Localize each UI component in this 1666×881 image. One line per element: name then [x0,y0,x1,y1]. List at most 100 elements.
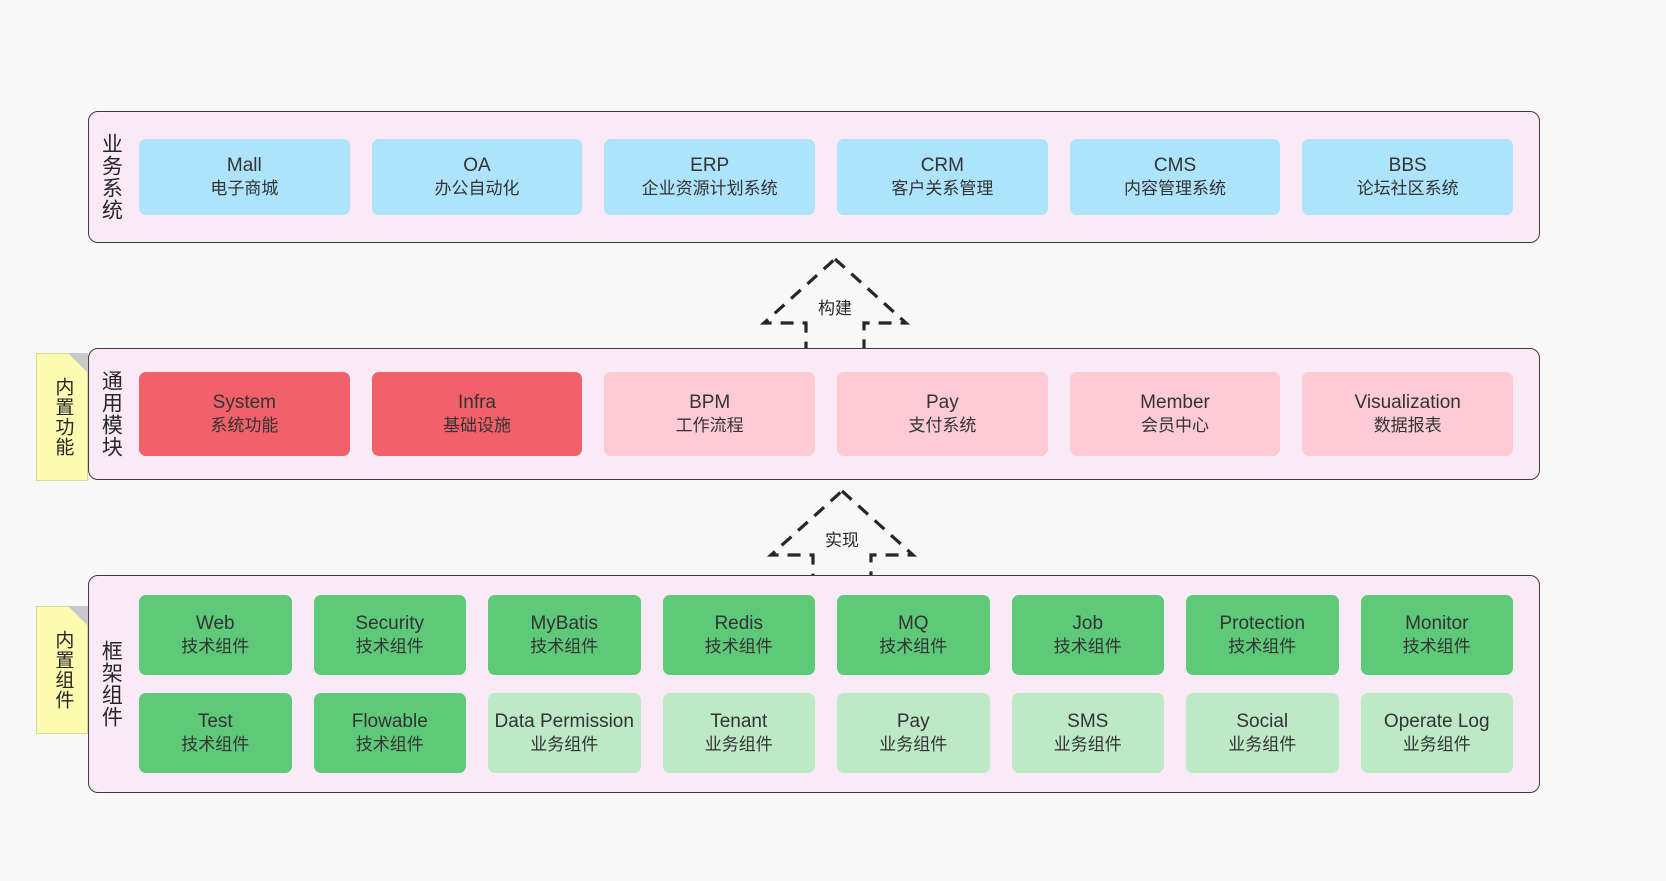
builtin-components-note: 内置组件 [36,606,88,734]
component-card-security[interactable]: Security 技术组件 [313,595,466,675]
component-card-pay[interactable]: Pay 业务组件 [837,693,990,773]
card-title: BPM [689,391,731,413]
card-title: CMS [1153,154,1197,176]
card-subtitle: 电子商城 [210,179,279,199]
realize-generalization-arrow-icon [767,487,917,585]
component-card-tenant[interactable]: Tenant 业务组件 [662,693,815,773]
framework-components-title: 框架组件 [99,640,123,728]
card-title: Social [1236,710,1289,732]
card-subtitle: 业务组件 [879,735,948,755]
component-card-operate-log[interactable]: Operate Log 业务组件 [1360,693,1513,773]
business-systems-title: 业务系统 [99,133,123,221]
card-subtitle: 技术组件 [1053,637,1122,657]
common-modules-row: System 系统功能 Infra 基础设施 BPM 工作流程 Pay 支付系统… [139,372,1514,456]
card-subtitle: 支付系统 [908,416,977,436]
card-title: Job [1072,612,1104,634]
card-subtitle: 业务组件 [530,735,599,755]
card-title: MQ [897,612,929,634]
card-subtitle: 系统功能 [210,416,279,436]
business-systems-row: Mall 电子商城 OA 办公自动化 ERP 企业资源计划系统 CRM 客户关系… [139,139,1514,215]
card-subtitle: 技术组件 [355,735,424,755]
business-system-card-erp[interactable]: ERP 企业资源计划系统 [604,139,816,215]
card-subtitle: 工作流程 [675,416,744,436]
business-system-card-bbs[interactable]: BBS 论坛社区系统 [1302,139,1514,215]
card-subtitle: 技术组件 [181,637,250,657]
card-title: Security [355,612,425,634]
business-system-card-oa[interactable]: OA 办公自动化 [371,139,583,215]
business-system-card-mall[interactable]: Mall 电子商城 [139,139,350,215]
framework-components-band: 框架组件 Web 技术组件 Security 技术组件 MyBatis 技术组件… [88,575,1540,793]
card-title: Flowable [351,710,428,732]
component-card-data-permission[interactable]: Data Permission 业务组件 [488,693,641,773]
framework-components-row-1: Web 技术组件 Security 技术组件 MyBatis 技术组件 Redi… [139,595,1513,675]
card-title: MyBatis [530,612,599,634]
business-system-card-crm[interactable]: CRM 客户关系管理 [837,139,1048,215]
common-modules-title: 通用模块 [99,370,123,458]
card-subtitle: 内容管理系统 [1124,179,1227,199]
card-subtitle: 办公自动化 [434,179,520,199]
component-card-flowable[interactable]: Flowable 技术组件 [313,693,466,773]
card-subtitle: 数据报表 [1373,416,1442,436]
card-subtitle: 基础设施 [443,416,511,436]
card-title: CRM [920,154,964,176]
realize-arrow-label: 实现 [825,531,859,550]
card-subtitle: 技术组件 [355,637,424,657]
component-card-job[interactable]: Job 技术组件 [1011,595,1164,675]
module-card-bpm[interactable]: BPM 工作流程 [604,372,816,456]
business-systems-band: 业务系统 Mall 电子商城 OA 办公自动化 ERP 企业资源计划系统 CRM… [88,111,1540,243]
card-title: Infra [457,391,497,413]
card-title: SMS [1067,710,1109,732]
component-card-mybatis[interactable]: MyBatis 技术组件 [488,595,641,675]
component-card-social[interactable]: Social 业务组件 [1186,693,1339,773]
component-card-sms[interactable]: SMS 业务组件 [1011,693,1164,773]
component-card-monitor[interactable]: Monitor 技术组件 [1360,595,1513,675]
card-title: Mall [226,154,262,176]
card-title: Monitor [1405,612,1469,634]
card-title: Web [195,612,235,634]
card-subtitle: 客户关系管理 [891,179,994,199]
card-title: Protection [1219,612,1306,634]
card-subtitle: 业务组件 [1053,735,1122,755]
module-card-system[interactable]: System 系统功能 [139,372,350,456]
builtin-functions-note: 内置功能 [36,353,88,481]
card-subtitle: 业务组件 [704,735,773,755]
common-modules-band: 通用模块 System 系统功能 Infra 基础设施 BPM 工作流程 Pay… [88,348,1540,480]
card-title: System [212,391,277,413]
component-card-test[interactable]: Test 技术组件 [139,693,292,773]
card-title: Operate Log [1383,710,1490,732]
card-subtitle: 技术组件 [530,637,599,657]
card-subtitle: 技术组件 [1402,637,1471,657]
card-subtitle: 技术组件 [181,735,250,755]
card-title: Pay [896,710,930,732]
framework-components-body: Web 技术组件 Security 技术组件 MyBatis 技术组件 Redi… [131,576,1539,792]
business-system-card-cms[interactable]: CMS 内容管理系统 [1069,139,1281,215]
card-subtitle: 论坛社区系统 [1356,179,1459,199]
card-title: Test [197,710,233,732]
component-card-redis[interactable]: Redis 技术组件 [662,595,815,675]
card-title: Redis [714,612,764,634]
build-generalization-arrow-icon [760,255,910,353]
card-subtitle: 业务组件 [1402,735,1471,755]
component-card-web[interactable]: Web 技术组件 [139,595,292,675]
module-card-pay[interactable]: Pay 支付系统 [837,372,1048,456]
card-subtitle: 技术组件 [704,637,773,657]
card-title: Pay [925,391,959,413]
card-title: ERP [690,154,730,176]
card-subtitle: 技术组件 [879,637,948,657]
module-card-member[interactable]: Member 会员中心 [1069,372,1281,456]
card-title: BBS [1388,154,1427,176]
common-modules-body: System 系统功能 Infra 基础设施 BPM 工作流程 Pay 支付系统… [131,349,1539,479]
card-title: Visualization [1354,391,1461,413]
card-subtitle: 技术组件 [1228,637,1297,657]
framework-components-row-2: Test 技术组件 Flowable 技术组件 Data Permission … [139,693,1513,773]
module-card-visualization[interactable]: Visualization 数据报表 [1302,372,1514,456]
component-card-mq[interactable]: MQ 技术组件 [837,595,990,675]
card-subtitle: 企业资源计划系统 [641,179,778,199]
business-systems-body: Mall 电子商城 OA 办公自动化 ERP 企业资源计划系统 CRM 客户关系… [131,112,1539,242]
card-title: OA [463,154,491,176]
build-arrow-label: 构建 [818,299,852,318]
card-title: Tenant [710,710,768,732]
component-card-protection[interactable]: Protection 技术组件 [1186,595,1339,675]
module-card-infra[interactable]: Infra 基础设施 [371,372,583,456]
